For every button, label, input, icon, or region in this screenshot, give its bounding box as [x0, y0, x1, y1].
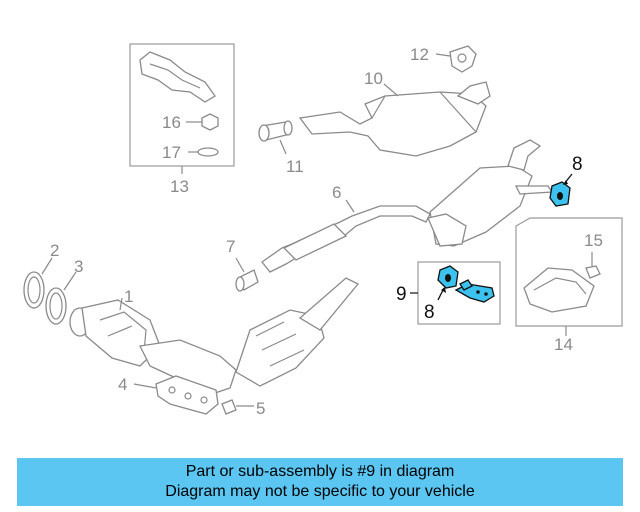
rear-muffler-lower [427, 139, 554, 247]
part-group-14[interactable]: 15 14 [515, 217, 623, 354]
group-14-frame [515, 217, 623, 327]
callout-15: 15 [584, 231, 603, 250]
part-1-catalytic-converter[interactable]: 1 [69, 277, 360, 397]
part-16-clip [186, 113, 219, 131]
banner-line-disclaimer: Diagram may not be specific to your vehi… [165, 483, 475, 500]
callout-8-box: 8 [424, 302, 435, 323]
part-9-hanger-bracket [454, 279, 495, 303]
callout-16: 16 [162, 113, 181, 132]
callout-3: 3 [74, 257, 83, 276]
part-2-gasket[interactable]: 2 [23, 241, 59, 309]
callout-7: 7 [226, 237, 235, 256]
part-7-clamp[interactable]: 7 [226, 237, 259, 292]
part-15-nut [585, 252, 601, 279]
part-6-intermediate-pipe[interactable]: 6 [261, 183, 431, 273]
callout-10: 10 [364, 69, 383, 88]
callout-1: 1 [124, 287, 133, 306]
callout-4: 4 [118, 375, 127, 394]
banner-line-part: Part or sub-assembly is #9 in diagram [185, 463, 455, 480]
callout-9: 9 [396, 284, 407, 305]
part-5-bolt[interactable]: 5 [221, 399, 265, 418]
callout-6: 6 [332, 183, 341, 202]
part-4-flange-gasket[interactable]: 4 [118, 375, 219, 415]
part-8-hanger-insulator-right[interactable]: 8 [549, 154, 583, 207]
part-3-seal-ring[interactable]: 3 [45, 257, 83, 325]
callout-5: 5 [256, 399, 265, 418]
callout-13: 13 [170, 177, 189, 196]
callout-17: 17 [162, 143, 181, 162]
callout-14: 14 [554, 335, 573, 354]
part-8-hanger-insulator-box [437, 265, 459, 289]
part-group-13[interactable]: 16 17 13 [129, 43, 235, 196]
callout-2: 2 [50, 241, 59, 260]
exhaust-parts-diagram: 16 17 13 12 10 11 6 7 [23, 43, 623, 418]
part-17-washer [188, 147, 219, 157]
callout-12: 12 [410, 45, 429, 64]
callout-11: 11 [286, 157, 304, 176]
info-banner: Part or sub-assembly is #9 in diagram Di… [17, 458, 623, 506]
part-group-9[interactable]: 9 8 [396, 261, 501, 325]
callout-8-right: 8 [572, 154, 583, 175]
part-10-rear-muffler[interactable]: 10 [298, 69, 491, 157]
part-11-connector[interactable]: 11 [258, 120, 304, 176]
part-12-bracket[interactable]: 12 [410, 45, 477, 73]
